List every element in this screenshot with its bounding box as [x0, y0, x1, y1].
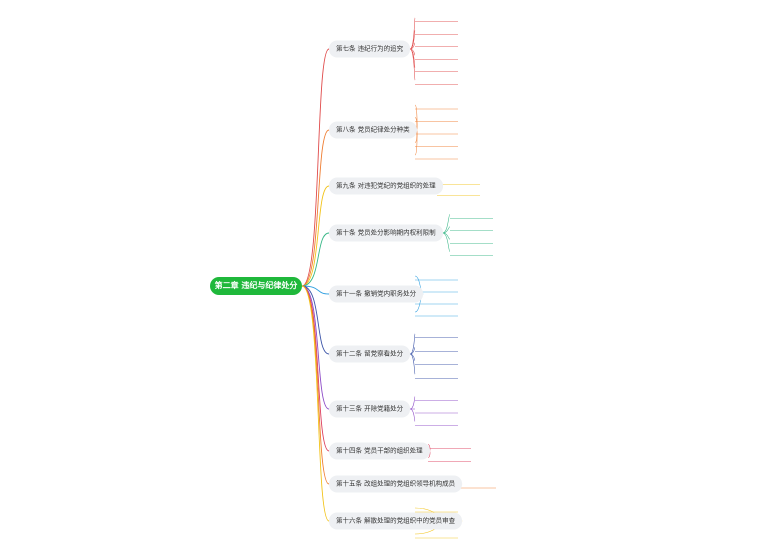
leaf-connector — [409, 17, 416, 50]
mindmap-leaf[interactable] — [418, 138, 454, 147]
mindmap-leaf[interactable] — [418, 75, 454, 84]
branch-connector — [301, 129, 330, 287]
mindmap-leaf[interactable] — [418, 417, 454, 426]
mindmap-branch[interactable]: 第十四条 党员干部的组织处理 — [329, 442, 430, 460]
mindmap-leaf[interactable] — [418, 38, 454, 47]
branch-connector — [301, 48, 330, 287]
branch-connector — [301, 285, 330, 452]
branch-connector — [301, 285, 330, 522]
mindmap-leaf[interactable] — [453, 247, 489, 256]
mindmap-leaf[interactable] — [418, 125, 454, 134]
mindmap-leaf[interactable] — [456, 479, 492, 488]
mindmap-branch[interactable]: 第七条 违纪行为的追究 — [329, 40, 411, 58]
mindmap-branch[interactable]: 第十一条 撤销党内职务处分 — [329, 285, 424, 303]
mindmap-branch[interactable]: 第十三条 开除党籍处分 — [329, 400, 411, 418]
mindmap-branch[interactable]: 第十条 党员处分影响期内权利限制 — [329, 224, 443, 242]
mindmap-leaf[interactable] — [431, 440, 467, 449]
mindmap-leaf[interactable] — [418, 113, 454, 122]
leaf-connector — [409, 48, 416, 69]
leaf-connector — [410, 42, 416, 50]
branch-connector — [301, 285, 330, 410]
mindmap-branch[interactable]: 第八条 党员纪律处分种类 — [329, 121, 417, 139]
mindmap-leaf[interactable] — [418, 13, 454, 22]
leaf-connector — [409, 353, 416, 375]
mindmap-branch[interactable]: 第十五条 改组处理的党组织领导机构成员 — [329, 475, 463, 493]
mindmap-leaf[interactable] — [418, 25, 454, 34]
leaf-connector — [409, 408, 416, 422]
leaf-connector — [409, 396, 416, 410]
mindmap-leaf[interactable] — [418, 356, 454, 365]
mindmap-leaf[interactable] — [418, 369, 454, 378]
branch-connector — [301, 285, 330, 485]
mindmap-leaf[interactable] — [418, 516, 454, 525]
branch-connector — [301, 285, 330, 295]
mindmap-branch[interactable]: 第十六条 解散处理的党组织中的党员审查 — [329, 512, 463, 530]
mindmap-leaf[interactable] — [418, 307, 454, 316]
mindmap-leaf[interactable] — [418, 329, 454, 338]
mindmap-leaf[interactable] — [418, 503, 454, 512]
branch-connector — [301, 285, 330, 355]
leaf-connector — [442, 232, 451, 253]
mindmap-leaf[interactable] — [418, 271, 454, 280]
branch-connector — [301, 232, 330, 287]
mindmap-leaf[interactable] — [431, 453, 467, 462]
branch-connector — [301, 185, 330, 287]
leaf-connector — [409, 333, 416, 355]
mindmap-leaf[interactable] — [418, 342, 454, 351]
leaf-connector — [442, 232, 451, 240]
leaf-connector — [409, 48, 416, 81]
leaf-connector — [414, 129, 418, 156]
mindmap-leaf[interactable] — [418, 529, 454, 538]
leaf-connector — [410, 346, 416, 355]
mindmap-leaf[interactable] — [453, 234, 489, 243]
mindmap-leaf[interactable] — [418, 63, 454, 72]
mindmap-leaf[interactable] — [418, 100, 454, 109]
mindmap-leaf[interactable] — [453, 222, 489, 231]
leaf-connector — [442, 213, 451, 234]
mindmap-branch[interactable]: 第十二条 留党察看处分 — [329, 345, 411, 363]
mindmap-leaf[interactable] — [418, 404, 454, 413]
leaf-connector — [414, 117, 418, 131]
mindmap-leaf[interactable] — [453, 209, 489, 218]
leaf-connector — [409, 29, 416, 50]
mindmap-leaf[interactable] — [418, 150, 454, 159]
mindmap-leaf[interactable] — [418, 283, 454, 292]
mindmap-leaf[interactable] — [440, 176, 476, 185]
mindmap-root[interactable]: 第二章 违纪与纪律处分 — [210, 277, 302, 295]
mindmap-leaf[interactable] — [418, 392, 454, 401]
mindmap-leaf[interactable] — [440, 187, 476, 196]
leaf-connector — [442, 226, 451, 234]
mindmap-leaf[interactable] — [418, 50, 454, 59]
leaf-connector — [427, 450, 431, 458]
mindmap-leaf[interactable] — [418, 295, 454, 304]
mindmap-branch[interactable]: 第九条 对违犯党纪的党组织的处理 — [329, 177, 443, 195]
